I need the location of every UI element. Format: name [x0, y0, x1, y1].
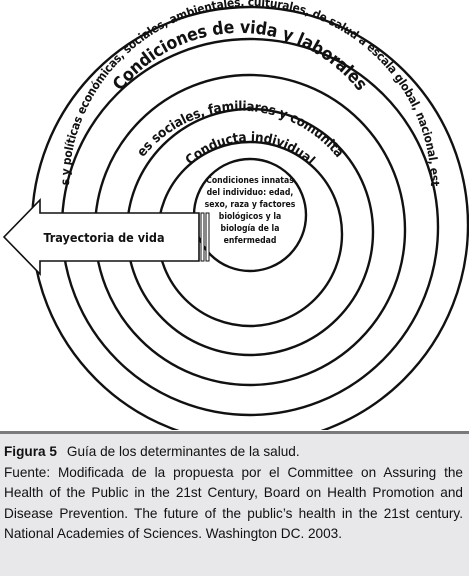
- arrow-label: Trayectoria de vida: [43, 230, 164, 245]
- center-line: biológicos y la: [219, 211, 281, 222]
- caption-title: Guía de los determinantes de la salud.: [66, 444, 300, 459]
- center-text: Condiciones innatas del individuo: edad,…: [205, 176, 296, 246]
- caption-title-line: Figura 5 Guía de los determinantes de la …: [4, 442, 463, 463]
- figure-label: Figura 5: [4, 444, 57, 459]
- life-trajectory-arrow: Trayectoria de vida: [2, 198, 210, 276]
- center-line: enfermedad: [224, 236, 277, 246]
- center-line: sexo, raza y factores: [205, 200, 296, 210]
- center-line: Condiciones innatas: [206, 176, 294, 186]
- figure-caption: Figura 5 Guía de los determinantes de la …: [0, 431, 469, 576]
- caption-source: Fuente: Modificada de la propuesta por e…: [4, 464, 463, 542]
- ring-labels: Condiciones y políticas económicas, soci…: [0, 0, 442, 186]
- center-line: biología de la: [221, 224, 280, 234]
- ring-label-individual: Conducta individual: [183, 130, 317, 168]
- arrow-tail-bar: [205, 212, 210, 262]
- center-line: del individuo: edad,: [207, 188, 294, 198]
- determinants-diagram: Condiciones y políticas económicas, soci…: [0, 0, 469, 430]
- arrow-tail-bar: [200, 212, 205, 262]
- arrow-shape: [2, 198, 200, 276]
